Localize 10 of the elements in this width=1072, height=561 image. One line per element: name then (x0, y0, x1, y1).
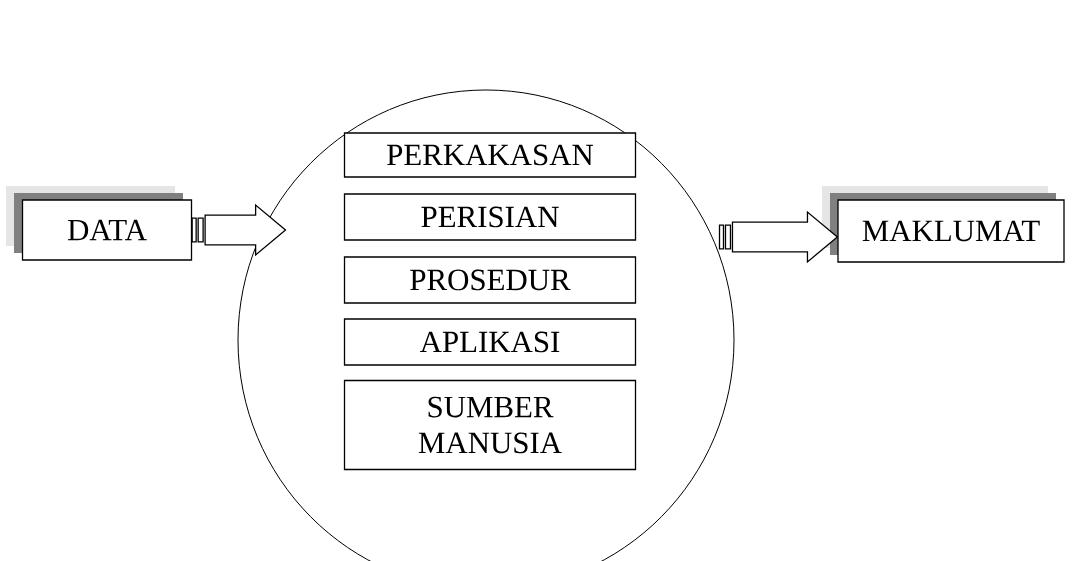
process-box: PROSEDUR (343, 256, 637, 304)
block-arrow (718, 210, 839, 264)
circle-outline (237, 89, 735, 561)
process-box: APLIKASI (343, 318, 637, 366)
process-box: PERISIAN (343, 193, 637, 241)
shadowed-box: MAKLUMAT (822, 186, 1065, 263)
process-box: SUMBER MANUSIA (343, 379, 637, 471)
block-arrow (191, 203, 287, 257)
process-box: PERKAKASAN (343, 132, 637, 178)
shadowed-box: DATA (6, 186, 193, 261)
